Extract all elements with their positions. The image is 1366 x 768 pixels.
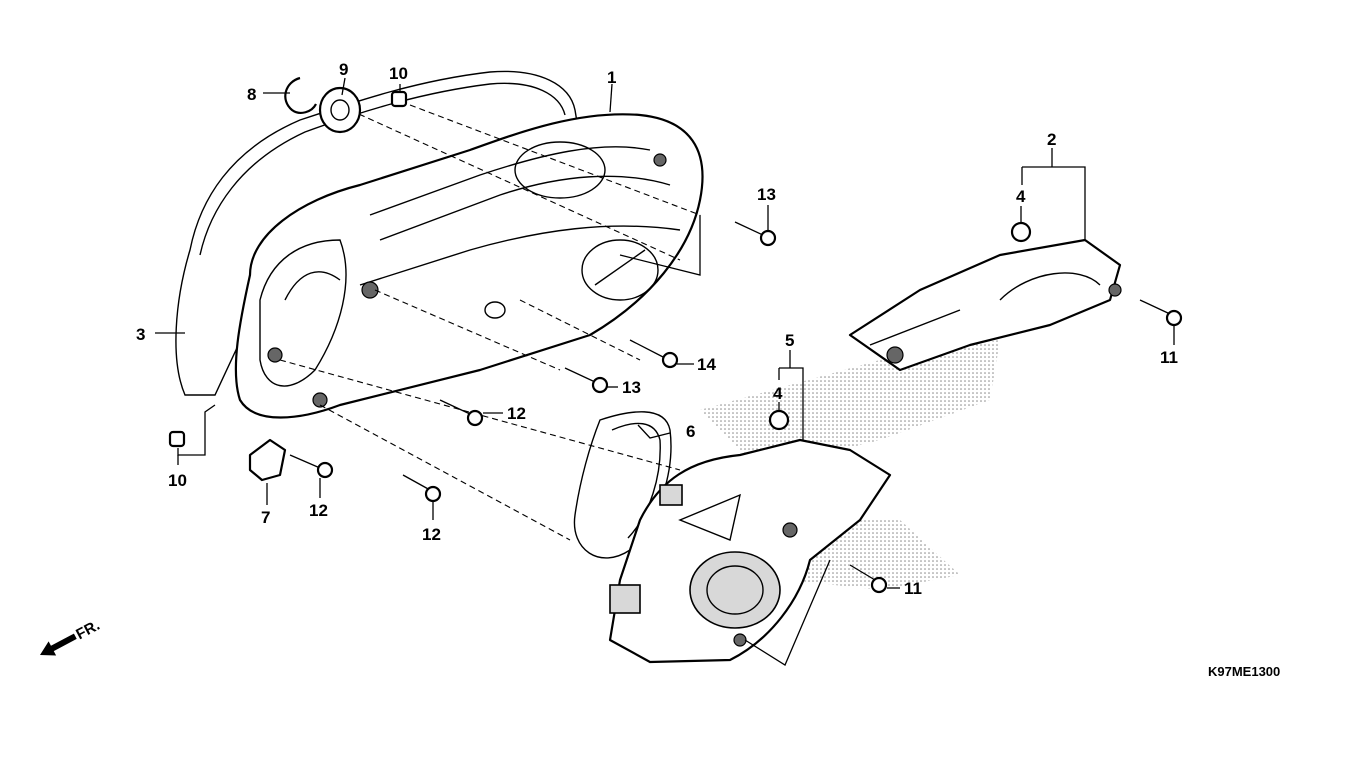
bolt-11-lower xyxy=(849,564,888,594)
callout-11-lower: 11 xyxy=(904,579,922,598)
callout-14: 14 xyxy=(697,355,716,374)
callout-10-lower: 10 xyxy=(168,471,187,490)
bolt-13-lower xyxy=(564,367,609,394)
dowel-pin-upper xyxy=(390,90,408,108)
diagram-code: K97ME1300 xyxy=(1208,664,1280,679)
left-crankcase-cover xyxy=(234,113,704,419)
callout-6: 6 xyxy=(686,422,695,441)
clamp xyxy=(248,438,287,482)
bolt-12-right xyxy=(439,399,484,427)
dowel-pin-lower xyxy=(168,430,186,448)
gasket xyxy=(175,70,581,396)
callout-1: 1 xyxy=(607,68,616,87)
callout-8: 8 xyxy=(247,85,256,104)
callout-3: 3 xyxy=(136,325,145,344)
bolt-14 xyxy=(629,339,679,369)
callout-12-lower: 12 xyxy=(422,525,441,544)
alignment-lines xyxy=(279,104,701,541)
front-arrow: FR. xyxy=(40,617,103,656)
nut-upper xyxy=(1010,221,1032,243)
nut-lower xyxy=(768,409,790,431)
callout-12-center: 12 xyxy=(309,501,328,520)
leader-lines xyxy=(155,77,1175,666)
front-marker-label: FR. xyxy=(73,617,102,643)
callout-7: 7 xyxy=(261,508,270,527)
bearing xyxy=(318,86,362,134)
callout-10-upper: 10 xyxy=(389,64,408,83)
callout-13-lower: 13 xyxy=(622,378,641,397)
callout-13-upper: 13 xyxy=(757,185,776,204)
callout-5: 5 xyxy=(785,331,794,350)
callout-labels: 1 2 3 4 4 5 6 7 8 9 10 10 11 11 12 12 12… xyxy=(136,60,1178,598)
front-arrow-icon xyxy=(40,633,77,656)
bolt-12-center xyxy=(289,454,334,479)
callout-4-upper: 4 xyxy=(1016,187,1026,206)
callout-4-lower: 4 xyxy=(773,384,783,403)
callout-11-upper: 11 xyxy=(1160,348,1178,367)
bolt-12-lower xyxy=(402,474,442,503)
bolt-13-upper xyxy=(734,221,777,247)
callout-12-right: 12 xyxy=(507,404,526,423)
upper-cover xyxy=(848,238,1122,372)
bolt-11-upper xyxy=(1139,299,1183,327)
callout-9: 9 xyxy=(339,60,348,79)
callout-2: 2 xyxy=(1047,130,1056,149)
circlip xyxy=(284,76,317,114)
